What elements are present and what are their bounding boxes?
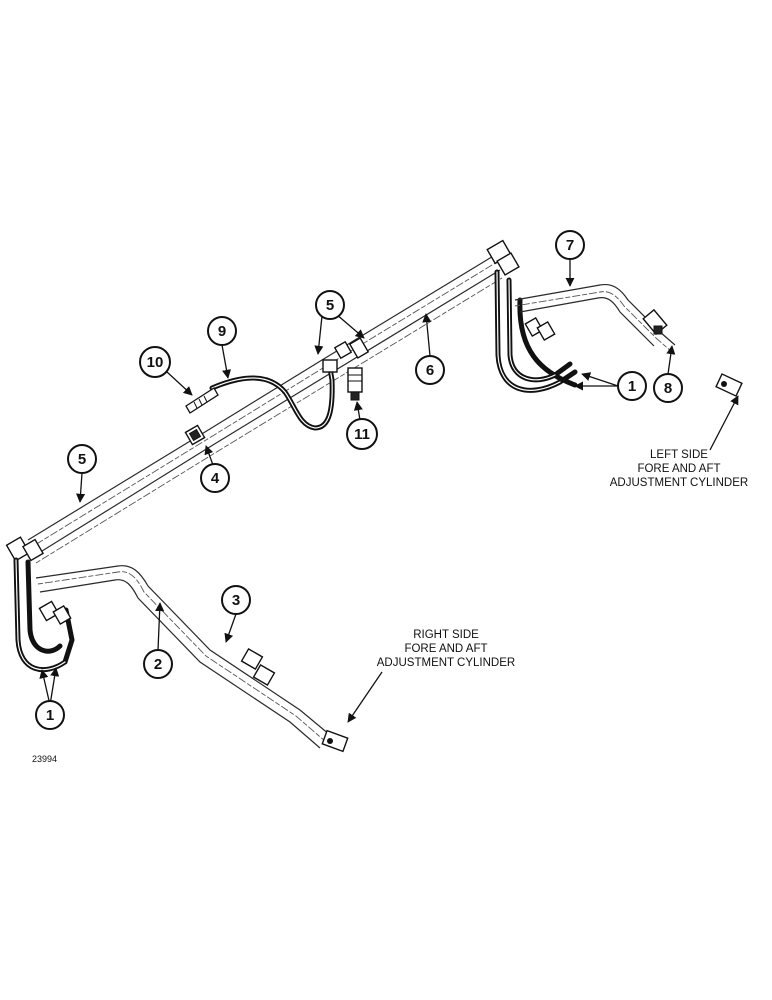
- svg-text:ADJUSTMENT CYLINDER: ADJUSTMENT CYLINDER: [610, 477, 748, 489]
- left-cylinder-end: [715, 373, 743, 397]
- svg-text:5: 5: [326, 297, 334, 314]
- left-cylinder-caption: LEFT SIDE FORE AND AFT ADJUSTMENT CYLIND…: [610, 449, 748, 489]
- callout-11: 11: [346, 418, 378, 450]
- svg-text:LEFT SIDE: LEFT SIDE: [650, 449, 708, 461]
- leader-lines: [39, 259, 739, 723]
- callout-4: 4: [200, 463, 230, 493]
- callout-8: 8: [653, 373, 683, 403]
- callout-9: 9: [207, 316, 237, 346]
- tube-union-fitting: [184, 424, 206, 446]
- svg-text:10: 10: [147, 354, 164, 371]
- svg-text:11: 11: [354, 426, 370, 443]
- svg-text:7: 7: [566, 237, 574, 254]
- right-cylinder-end: [321, 729, 349, 753]
- callout-7: 7: [555, 230, 585, 260]
- center-tee-fittings: [333, 337, 370, 401]
- callout-6: 6: [415, 355, 445, 385]
- svg-text:9: 9: [218, 323, 226, 340]
- right-hose-loops: [5, 536, 75, 673]
- main-tube-assembly: [27, 254, 503, 564]
- callout-3: 3: [221, 585, 251, 615]
- callout-2: 2: [143, 649, 173, 679]
- hose-9: [209, 359, 338, 431]
- svg-text:5: 5: [78, 451, 86, 468]
- svg-text:2: 2: [154, 656, 162, 673]
- callout-10: 10: [139, 346, 171, 378]
- callout-5-left: 5: [67, 444, 97, 474]
- svg-text:8: 8: [664, 380, 672, 397]
- svg-text:RIGHT SIDE: RIGHT SIDE: [413, 629, 479, 641]
- left-hose-loops: [486, 239, 578, 393]
- svg-text:FORE AND AFT: FORE AND AFT: [637, 463, 720, 475]
- svg-text:6: 6: [426, 362, 434, 379]
- quick-coupler-10: [185, 387, 219, 414]
- svg-text:4: 4: [211, 470, 220, 487]
- svg-text:3: 3: [232, 592, 240, 609]
- callout-1-left: 1: [617, 371, 647, 401]
- svg-text:1: 1: [628, 378, 636, 395]
- tubes-2-3: [35, 565, 331, 749]
- callout-5-center: 5: [315, 290, 345, 320]
- svg-text:1: 1: [46, 707, 54, 724]
- tubes-7-8: [514, 283, 676, 353]
- right-cylinder-caption: RIGHT SIDE FORE AND AFT ADJUSTMENT CYLIN…: [377, 629, 515, 669]
- figure-number: 23994: [32, 754, 57, 764]
- callout-1-right: 1: [35, 700, 65, 730]
- svg-text:ADJUSTMENT CYLINDER: ADJUSTMENT CYLINDER: [377, 657, 515, 669]
- svg-text:FORE AND AFT: FORE AND AFT: [404, 643, 487, 655]
